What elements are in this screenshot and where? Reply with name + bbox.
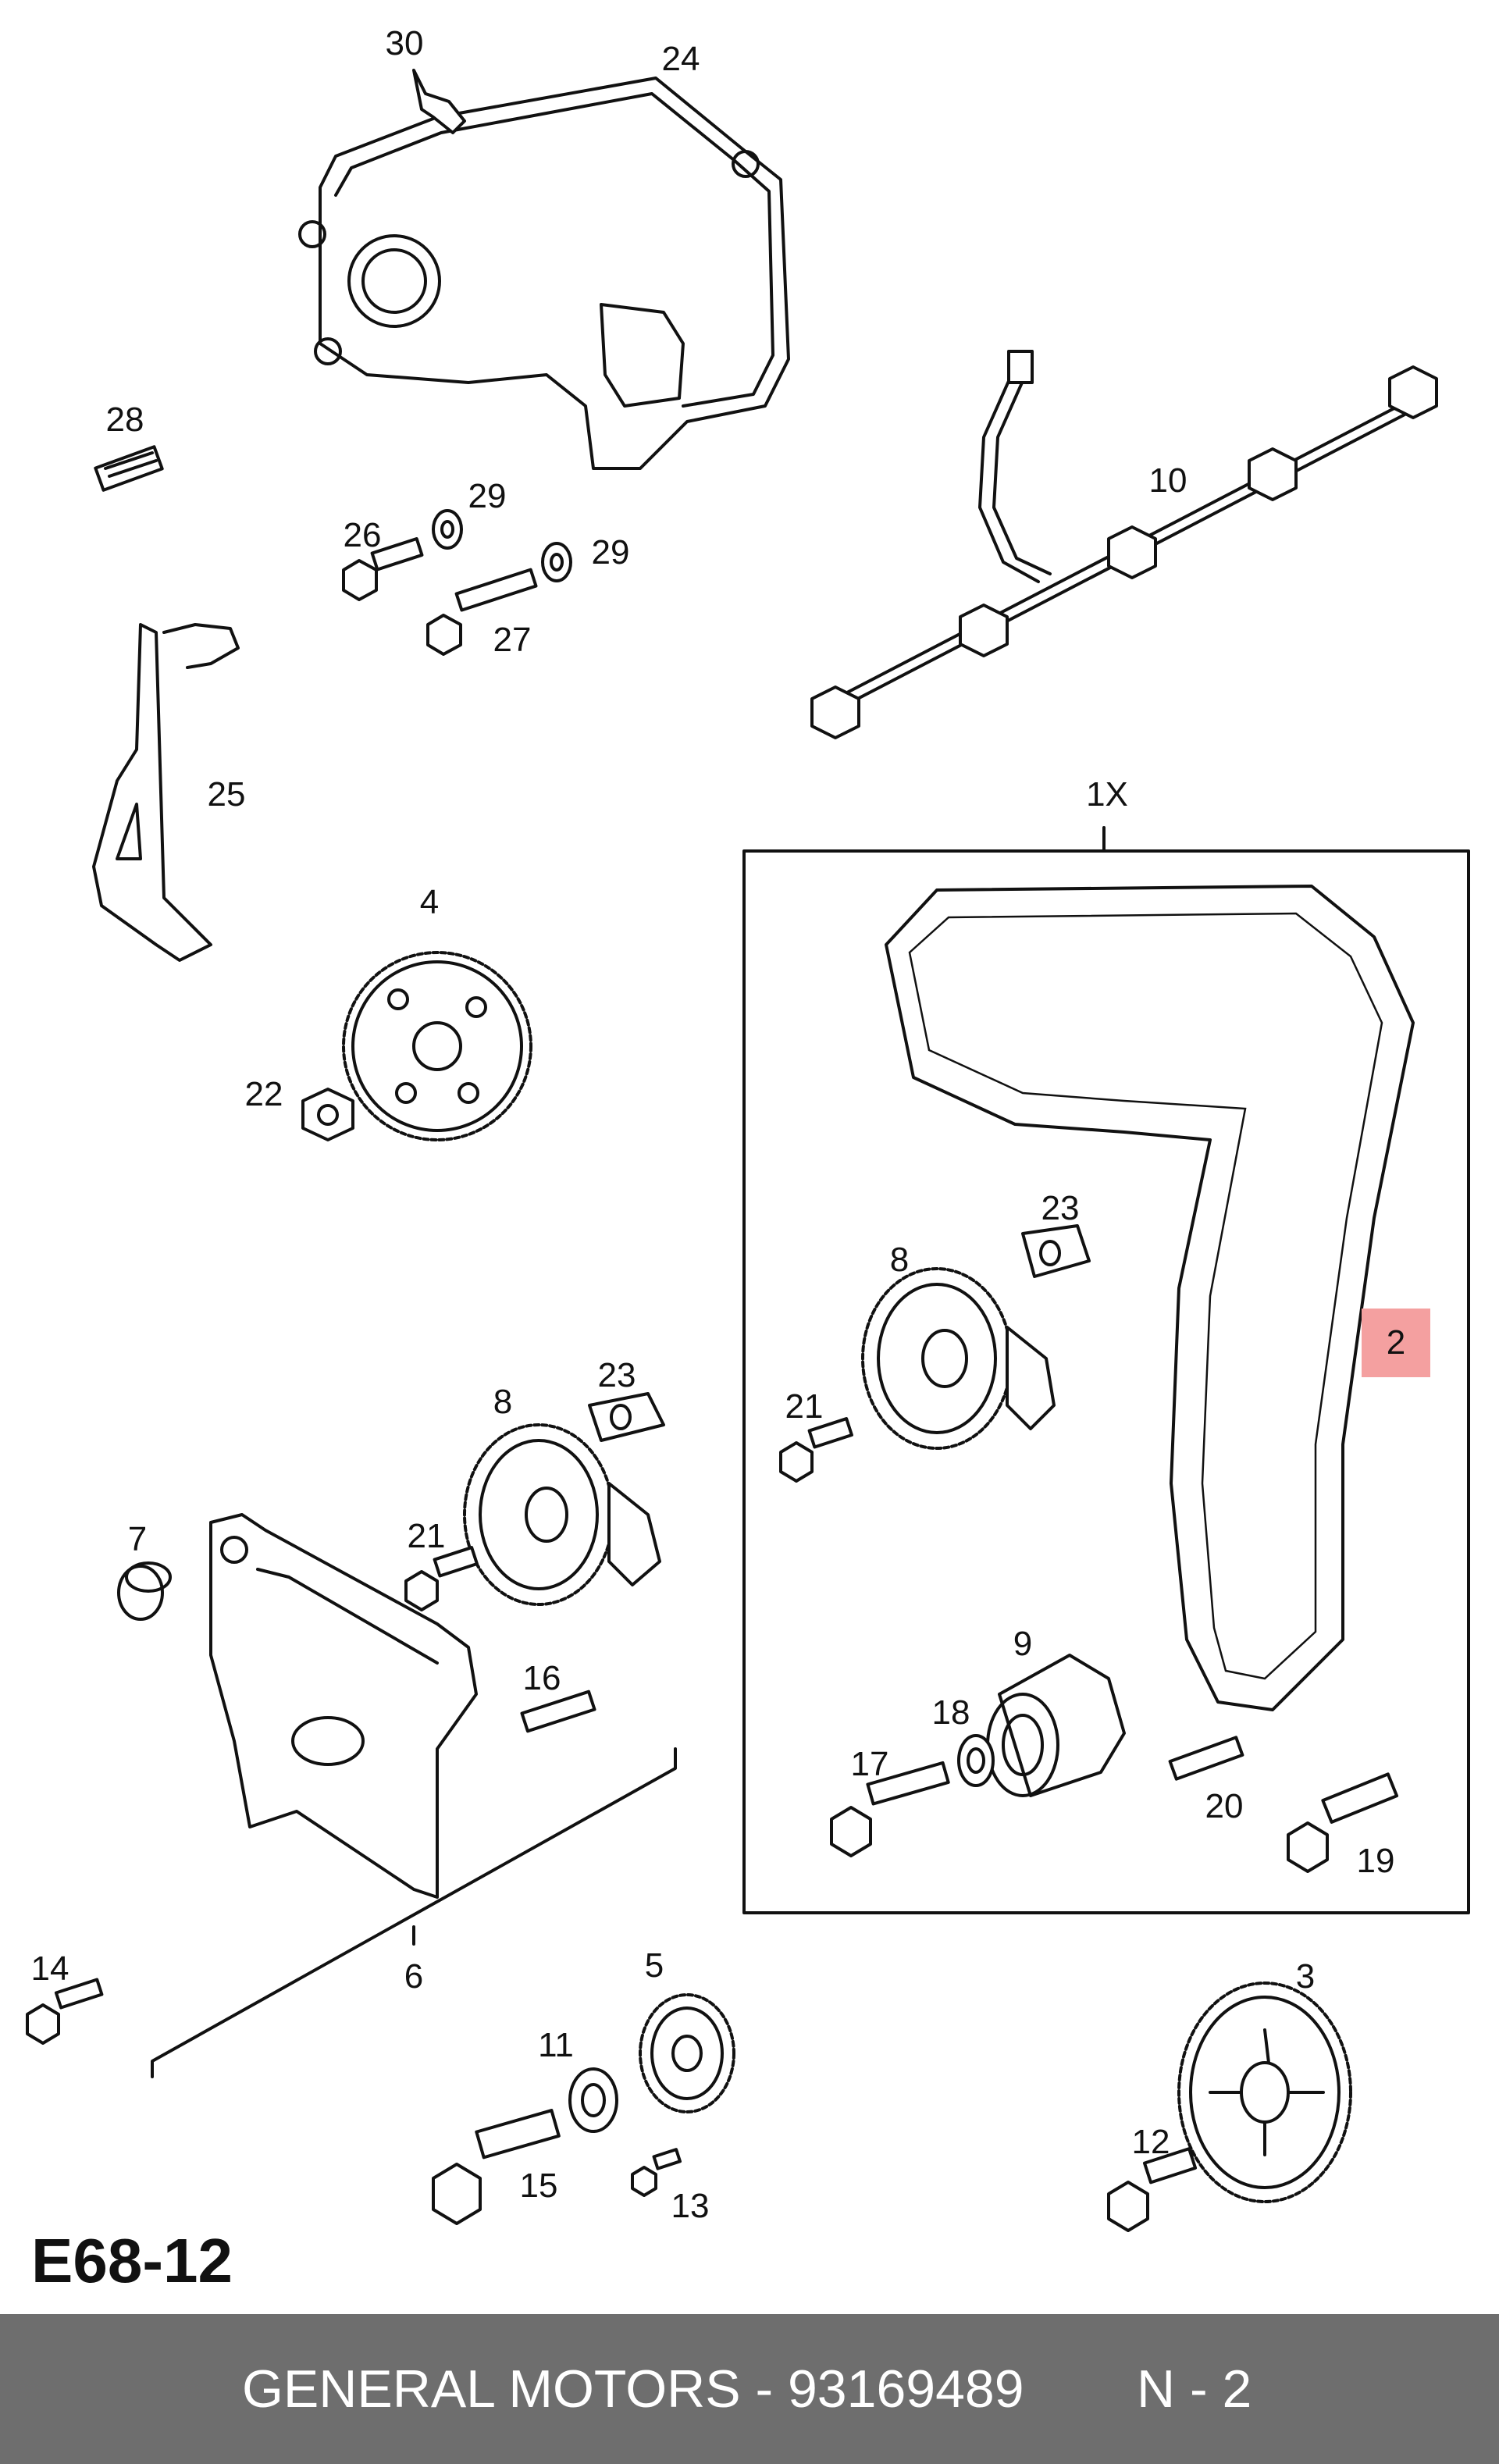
callout-3: 3 xyxy=(1295,1957,1316,1996)
part-bolt-12 xyxy=(1107,2147,1198,2232)
callout-30: 30 xyxy=(385,24,424,62)
callout-2: 2 xyxy=(1386,1323,1406,1362)
part-bolt-13 xyxy=(631,2148,682,2197)
part-washer-11 xyxy=(568,2067,618,2133)
callout-2-highlighted: 2 xyxy=(1362,1309,1430,1377)
part-bushing-7 xyxy=(117,1561,172,1621)
part-timing-belt xyxy=(885,885,1415,1711)
callout-17: 17 xyxy=(850,1745,889,1783)
callout-8-kit: 8 xyxy=(889,1241,910,1279)
callout-27: 27 xyxy=(493,621,532,659)
callout-8: 8 xyxy=(493,1383,513,1421)
callout-6: 6 xyxy=(404,1957,424,1996)
callout-28: 28 xyxy=(105,401,144,439)
callout-29-upper: 29 xyxy=(468,477,507,515)
exploded-parts-diagram xyxy=(26,69,1470,2232)
callout-11: 11 xyxy=(538,2026,574,2064)
part-gear-3 xyxy=(1177,1982,1352,2203)
callout-10: 10 xyxy=(1148,461,1187,500)
part-bolt-21b xyxy=(404,1546,479,1611)
callout-5: 5 xyxy=(644,1946,664,1985)
part-nut-22 xyxy=(301,1088,354,1141)
part-bolt-27 xyxy=(426,568,538,656)
group-bracket-6-bracket-line xyxy=(151,1747,677,2078)
callout-1x: 1X xyxy=(1086,775,1128,814)
footer-brand-part-number: GENERAL MOTORS - 93169489 xyxy=(242,2359,1024,2419)
part-line-assembly xyxy=(810,350,1438,739)
callout-22: 22 xyxy=(244,1075,283,1113)
part-stud xyxy=(94,445,164,492)
part-tensioner-8a xyxy=(861,1267,1056,1450)
callout-23: 23 xyxy=(597,1356,636,1394)
footer-bar: GENERAL MOTORS - 93169489 N - 2 xyxy=(0,2314,1499,2464)
part-bolt-14 xyxy=(26,1978,104,2045)
diagram-code: E68-12 xyxy=(31,2226,233,2295)
part-bolt-19 xyxy=(1287,1772,1399,1873)
footer-position: N - 2 xyxy=(1137,2359,1252,2419)
callout-14: 14 xyxy=(30,1949,69,1988)
callout-26: 26 xyxy=(343,516,382,554)
part-stud-16 xyxy=(520,1690,596,1733)
part-bolt-15 xyxy=(432,2109,561,2225)
part-stud-20 xyxy=(1168,1736,1244,1781)
callout-13: 13 xyxy=(671,2187,710,2225)
callout-29-lower: 29 xyxy=(591,533,630,571)
callout-20: 20 xyxy=(1205,1787,1244,1825)
callout-7: 7 xyxy=(127,1520,148,1558)
callout-21: 21 xyxy=(407,1517,446,1555)
part-bolt-21a xyxy=(779,1417,853,1483)
part-eccentric-23b xyxy=(588,1392,665,1442)
callout-4: 4 xyxy=(419,883,440,921)
kit-frame xyxy=(742,826,1470,1914)
callout-12: 12 xyxy=(1131,2123,1170,2161)
callout-9: 9 xyxy=(1013,1625,1033,1663)
part-washer-29 xyxy=(432,509,572,582)
callout-18: 18 xyxy=(931,1693,970,1732)
callout-15: 15 xyxy=(519,2167,558,2205)
callout-25: 25 xyxy=(207,775,246,814)
part-timing-cover xyxy=(298,77,790,470)
callout-24: 24 xyxy=(661,40,700,78)
part-bolt-26 xyxy=(342,536,424,601)
callout-21-kit: 21 xyxy=(785,1387,824,1426)
callout-23-kit: 23 xyxy=(1041,1189,1080,1227)
part-bracket-6 xyxy=(209,1513,478,1899)
part-clip xyxy=(412,69,466,134)
part-guide-rail xyxy=(92,623,240,962)
part-tensioner-8b xyxy=(463,1423,661,1606)
callout-16: 16 xyxy=(522,1659,561,1697)
part-camshaft-gear xyxy=(342,951,532,1141)
part-bolt-17 xyxy=(830,1761,950,1857)
part-washer-18 xyxy=(957,1734,995,1787)
callout-19: 19 xyxy=(1356,1842,1395,1880)
part-idler-9 xyxy=(986,1654,1126,1797)
part-crank-sprocket-5 xyxy=(639,1993,735,2113)
part-eccentric-23a xyxy=(1021,1224,1091,1278)
